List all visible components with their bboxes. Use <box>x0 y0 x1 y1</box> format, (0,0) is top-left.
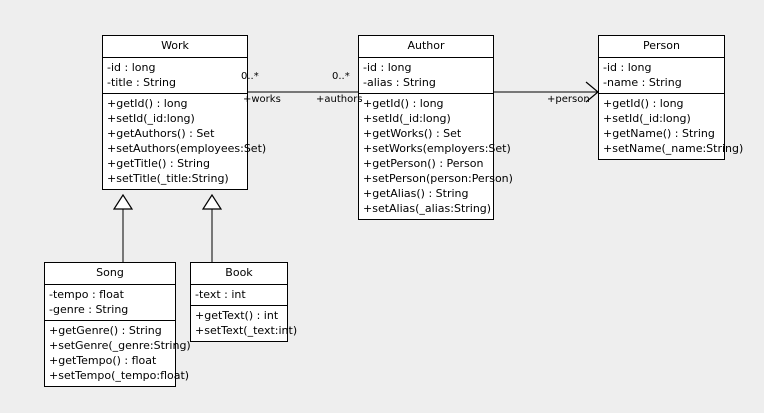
class-name-author: Author <box>359 36 493 58</box>
operation-row: +setGenre(_genre:String) <box>49 339 191 352</box>
role-person: +person <box>547 94 590 105</box>
operation-row: +getPerson() : Person <box>363 157 484 170</box>
attributes-compartment-book: -text : int <box>191 285 287 306</box>
operations-compartment-song: +getGenre() : String +setGenre(_genre:St… <box>45 321 191 386</box>
operation-row: +setAlias(_alias:String) <box>363 202 492 215</box>
attribute-row: -tempo : float <box>49 288 124 301</box>
operation-row: +getTitle() : String <box>107 157 210 170</box>
operations-compartment-author: +getId() : long +setId(_id:long) +getWor… <box>359 94 513 219</box>
operation-row: +getWorks() : Set <box>363 127 462 140</box>
attributes-compartment-song: -tempo : float -genre : String <box>45 285 175 321</box>
attribute-row: -genre : String <box>49 303 129 316</box>
attributes-compartment-person: -id : long -name : String <box>599 58 724 94</box>
operations-compartment-person: +getId() : long +setId(_id:long) +getNam… <box>599 94 744 159</box>
operation-row: +setName(_name:String) <box>603 142 744 155</box>
operation-row: +setTitle(_title:String) <box>107 172 229 185</box>
multiplicity-work-end: 0..* <box>241 71 259 82</box>
attributes-compartment-work: -id : long -title : String <box>103 58 247 94</box>
operation-row: +setAuthors(employees:Set) <box>107 142 267 155</box>
class-box-song[interactable]: Song -tempo : float -genre : String +get… <box>44 262 191 387</box>
role-authors: +authors <box>316 94 363 105</box>
operation-row: +setPerson(person:Person) <box>363 172 513 185</box>
class-name-book: Book <box>191 263 287 285</box>
class-box-book[interactable]: Book -text : int +getText() : int +setTe… <box>190 262 298 342</box>
attribute-row: -name : String <box>603 76 682 89</box>
operation-row: +setText(_text:int) <box>195 324 298 337</box>
attribute-row: -id : long <box>363 61 412 74</box>
attributes-compartment-author: -id : long -alias : String <box>359 58 493 94</box>
class-name-person: Person <box>599 36 724 58</box>
class-box-author[interactable]: Author -id : long -alias : String +getId… <box>358 35 513 220</box>
operations-compartment-work: +getId() : long +setId(_id:long) +getAut… <box>103 94 267 189</box>
operation-row: +setId(_id:long) <box>363 112 451 125</box>
attribute-row: -id : long <box>603 61 652 74</box>
operation-row: +getText() : int <box>195 309 279 322</box>
class-name-work: Work <box>103 36 247 58</box>
class-box-person[interactable]: Person -id : long -name : String +getId(… <box>598 35 744 160</box>
operation-row: +getId() : long <box>363 97 444 110</box>
multiplicity-author-end: 0..* <box>332 71 350 82</box>
operation-row: +getGenre() : String <box>49 324 162 337</box>
generalization-triangle-song-icon <box>112 193 134 210</box>
generalization-triangle-book-icon <box>201 193 223 210</box>
operation-row: +getTempo() : float <box>49 354 157 367</box>
attribute-row: -alias : String <box>363 76 436 89</box>
attribute-row: -text : int <box>195 288 246 301</box>
operation-row: +getAlias() : String <box>363 187 469 200</box>
operation-row: +getName() : String <box>603 127 715 140</box>
operation-row: +setId(_id:long) <box>603 112 691 125</box>
operation-row: +getId() : long <box>107 97 188 110</box>
attribute-row: -id : long <box>107 61 156 74</box>
operations-compartment-book: +getText() : int +setText(_text:int) <box>191 306 298 341</box>
attribute-row: -title : String <box>107 76 177 89</box>
operation-row: +setTempo(_tempo:float) <box>49 369 190 382</box>
class-box-work[interactable]: Work -id : long -title : String +getId()… <box>102 35 267 190</box>
class-name-song: Song <box>45 263 175 285</box>
role-works: +works <box>243 94 281 105</box>
operation-row: +getId() : long <box>603 97 684 110</box>
operation-row: +setWorks(employers:Set) <box>363 142 511 155</box>
operation-row: +getAuthors() : Set <box>107 127 215 140</box>
operation-row: +setId(_id:long) <box>107 112 195 125</box>
